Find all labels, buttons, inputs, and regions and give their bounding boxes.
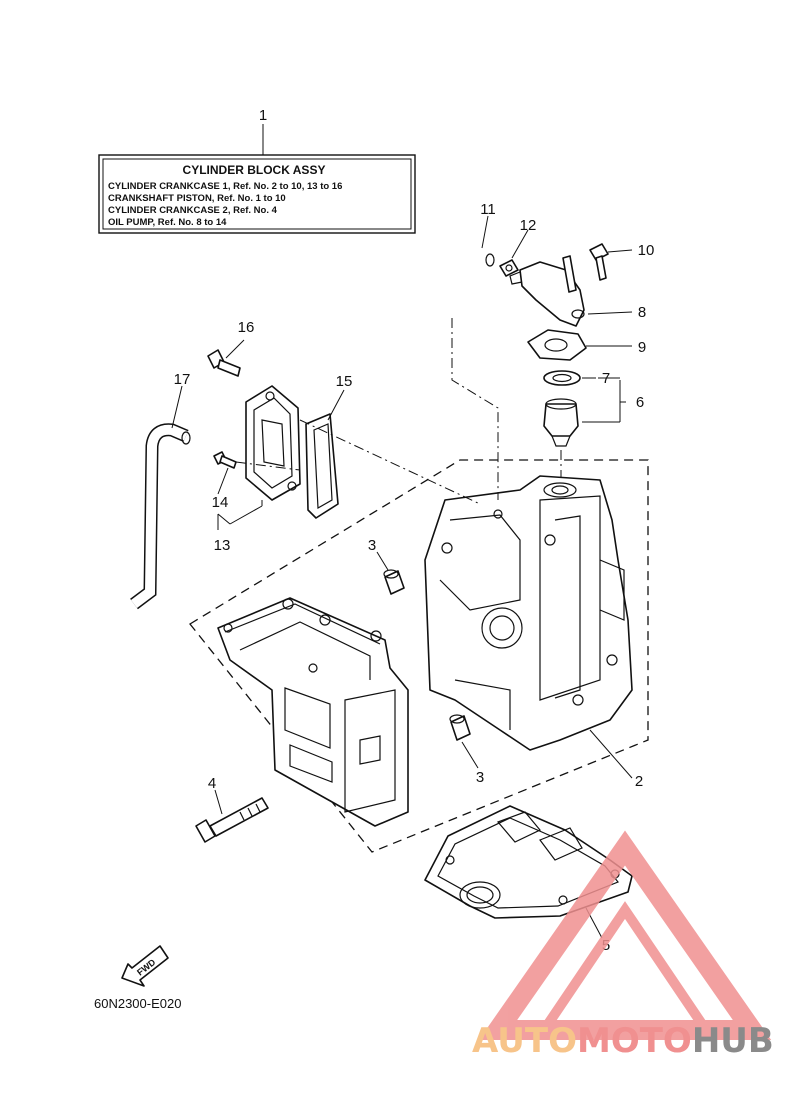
info-box-line-4: OIL PUMP, Ref. No. 8 to 14 — [108, 217, 227, 228]
thermostat — [543, 398, 579, 447]
bolt-short — [589, 243, 609, 281]
hose-short — [443, 241, 495, 317]
callout-10: 10 — [638, 242, 655, 259]
alignment-line-hose — [451, 318, 499, 500]
watermark-text-hub: HUB — [692, 1021, 774, 1061]
info-box: CYLINDER BLOCK ASSY CYLINDER CRANKCASE 1… — [98, 154, 416, 234]
callout-12: 12 — [520, 217, 537, 234]
anode-gasket — [305, 413, 339, 519]
watermark-logo-icon — [478, 830, 772, 1040]
watermark-text-moto: MOTO — [577, 1021, 692, 1061]
cylinder-crankcase-2 — [217, 597, 409, 827]
callout-13: 13 — [214, 537, 231, 554]
callout-11: 11 — [480, 201, 496, 218]
hose-long — [130, 423, 191, 610]
alignment-line-anode — [299, 419, 481, 505]
hose-clip — [499, 259, 519, 277]
info-box-line-2: CRANKSHAFT PISTON, Ref. No. 1 to 10 — [108, 193, 286, 204]
info-box-line-1: CYLINDER CRANKCASE 1, Ref. No. 2 to 10, … — [108, 181, 342, 192]
screw — [213, 451, 237, 469]
callout-4: 4 — [208, 775, 216, 792]
crankcase-outline-dashed — [189, 459, 649, 853]
watermark-text-auto: AUTO — [472, 1021, 577, 1061]
diagram-code: 60N2300-E020 — [94, 996, 181, 1011]
info-box-title: CYLINDER BLOCK ASSY — [183, 163, 326, 177]
oil-pump-gasket — [527, 329, 587, 361]
gasket — [424, 805, 633, 919]
bolt-anode — [207, 349, 241, 377]
callout-3-upper: 3 — [368, 537, 376, 554]
svg-text:AUTOMOTOHUB: AUTOMOTOHUB — [472, 1021, 774, 1061]
callout-3-lower: 3 — [476, 769, 484, 786]
fwd-arrow-icon: FWD — [121, 945, 169, 987]
callout-9: 9 — [638, 339, 646, 356]
callout-2: 2 — [635, 773, 643, 790]
callout-16: 16 — [238, 319, 255, 336]
callout-8: 8 — [638, 304, 646, 321]
info-box-line-3: CYLINDER CRANKCASE 2, Ref. No. 4 — [108, 205, 278, 216]
dowel-pin-upper — [383, 569, 405, 595]
callout-17: 17 — [174, 371, 191, 388]
bolt-long — [195, 797, 269, 843]
callout-15: 15 — [336, 373, 353, 390]
callout-7: 7 — [602, 370, 610, 387]
dowel-pin-lower — [449, 714, 471, 741]
thermostat-ring — [543, 370, 581, 386]
callout-6: 6 — [636, 394, 644, 411]
anode-cover — [245, 385, 301, 501]
callout-14: 14 — [212, 494, 229, 511]
callout-1: 1 — [259, 107, 267, 124]
cylinder-crankcase-1 — [424, 475, 633, 751]
oil-pump-cover — [509, 255, 585, 327]
